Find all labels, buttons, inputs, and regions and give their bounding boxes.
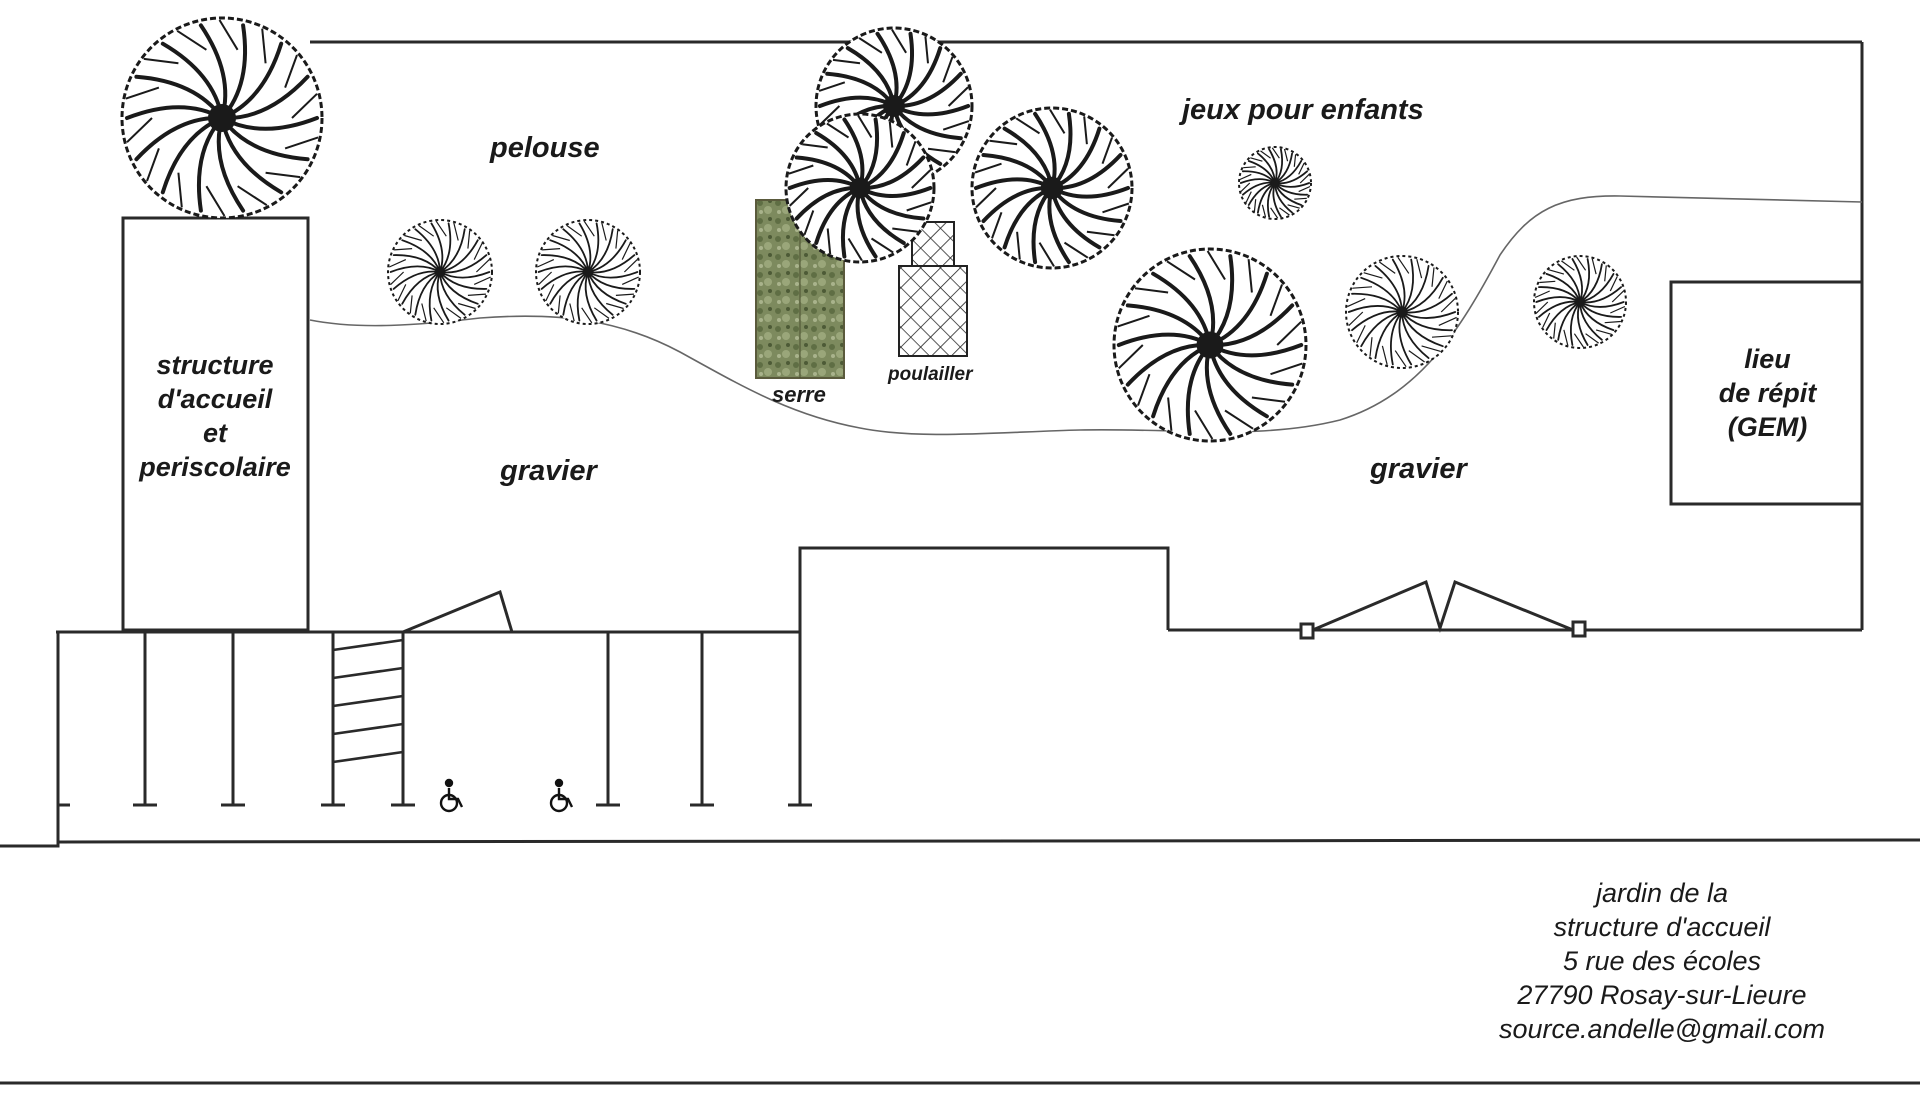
tree-icon — [784, 112, 936, 264]
label-structure-line: structure — [156, 350, 274, 380]
label-structure-line: periscolaire — [139, 452, 291, 482]
label-repit-line: (GEM) — [1727, 412, 1808, 442]
label-serre: serre — [772, 382, 826, 407]
label-structure-line: et — [202, 418, 227, 448]
label-structure-accueil: structure d'accueil et periscolaire — [125, 348, 305, 484]
wheelchair-icon — [439, 778, 464, 813]
label-lieu-de-repit: lieu de répit (GEM) — [1675, 342, 1860, 444]
building-lieu-de-repit — [1669, 280, 1864, 506]
gate-left — [402, 589, 514, 634]
label-jeux-pour-enfants: jeux pour enfants — [1182, 94, 1424, 126]
label-poulailler: poulailler — [888, 364, 973, 385]
label-structure-line: d'accueil — [157, 384, 273, 414]
label-gravier-right: gravier — [1370, 453, 1467, 485]
tree-icon — [387, 219, 493, 325]
tree-icon — [120, 16, 324, 220]
caption-line: structure d'accueil — [1553, 912, 1771, 942]
caption-line: jardin de la — [1595, 878, 1729, 908]
label-repit-line: de répit — [1718, 378, 1817, 408]
caption-line: 27790 Rosay-sur-Lieure — [1517, 980, 1807, 1010]
parking-spaces — [58, 632, 812, 807]
tree-icon — [1345, 255, 1459, 369]
caption-email[interactable]: source.andelle@gmail.com — [1498, 1014, 1826, 1044]
label-gravier-left: gravier — [500, 455, 597, 487]
tree-icon — [970, 106, 1134, 270]
tree-icon — [1238, 146, 1312, 220]
pedestrian-crossing — [332, 638, 404, 764]
tree-icon — [1112, 247, 1308, 443]
wheelchair-icon — [549, 778, 574, 813]
gate-right — [1299, 579, 1587, 640]
label-pelouse: pelouse — [490, 132, 600, 164]
address-caption: jardin de la structure d'accueil 5 rue d… — [1452, 876, 1872, 1046]
road-lines — [0, 632, 1920, 1085]
trees — [120, 16, 1627, 443]
chicken-coop — [898, 221, 968, 357]
label-repit-line: lieu — [1744, 344, 1791, 374]
tree-icon — [1533, 255, 1627, 349]
tree-icon — [535, 219, 641, 325]
property-outline — [56, 40, 1864, 634]
caption-line: 5 rue des écoles — [1562, 946, 1762, 976]
